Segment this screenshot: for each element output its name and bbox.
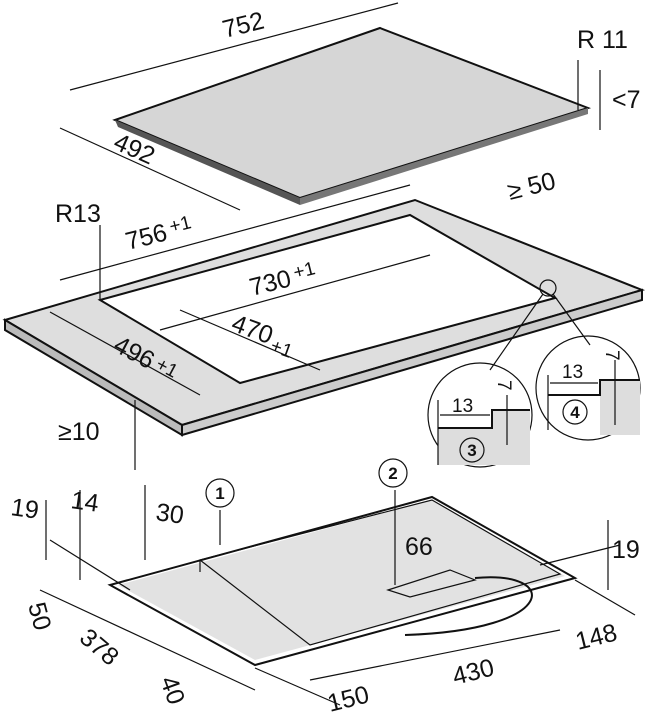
detail-3-number: 3: [467, 441, 476, 460]
detail-4: [535, 335, 641, 441]
outer-width-tolerance: +1: [167, 212, 193, 238]
callout-2: 2: [388, 464, 397, 483]
hob-width-label: 752: [220, 7, 267, 44]
callout-1: 1: [215, 484, 224, 503]
outer-width-label: 756: [123, 219, 170, 256]
dim-66: 66: [405, 533, 433, 561]
cutout-opening: [97, 213, 558, 385]
detail-4-number: 4: [570, 403, 580, 422]
connection-box: [386, 569, 477, 598]
power-cable: [404, 576, 533, 636]
rear-clearance-label: ≥ 50: [505, 167, 559, 206]
dim-line-752: [69, 2, 399, 91]
detail-4-height: 7: [601, 350, 622, 361]
front-clearance-label: ≥10: [58, 418, 100, 446]
dim-19-left: 19: [9, 493, 40, 525]
detail-3-width: 13: [452, 396, 473, 417]
detail-3: [427, 362, 533, 468]
dim-148: 148: [573, 619, 620, 656]
dim-50: 50: [22, 599, 56, 633]
dim-40: 40: [154, 672, 190, 708]
callout-1-circle: [205, 478, 235, 508]
dim-14: 14: [69, 486, 101, 518]
callout-2-circle: [378, 458, 408, 488]
dim-30: 30: [154, 498, 185, 530]
dim-150: 150: [325, 681, 372, 718]
countertop: [2, 184, 646, 470]
dim-378: 378: [74, 623, 124, 671]
dim-430: 430: [450, 654, 497, 691]
hob-underside: [39, 485, 636, 706]
hob-glass: [59, 2, 601, 211]
dim-19-right: 19: [612, 536, 640, 564]
hob-thickness-label: <7: [612, 86, 641, 114]
detail-4-width: 13: [562, 362, 583, 383]
cutout-radius-label: R13: [55, 200, 101, 228]
inner-width-tolerance: +1: [291, 258, 317, 284]
detail-3-height: 7: [493, 380, 514, 391]
hob-radius-label: R 11: [577, 26, 628, 54]
